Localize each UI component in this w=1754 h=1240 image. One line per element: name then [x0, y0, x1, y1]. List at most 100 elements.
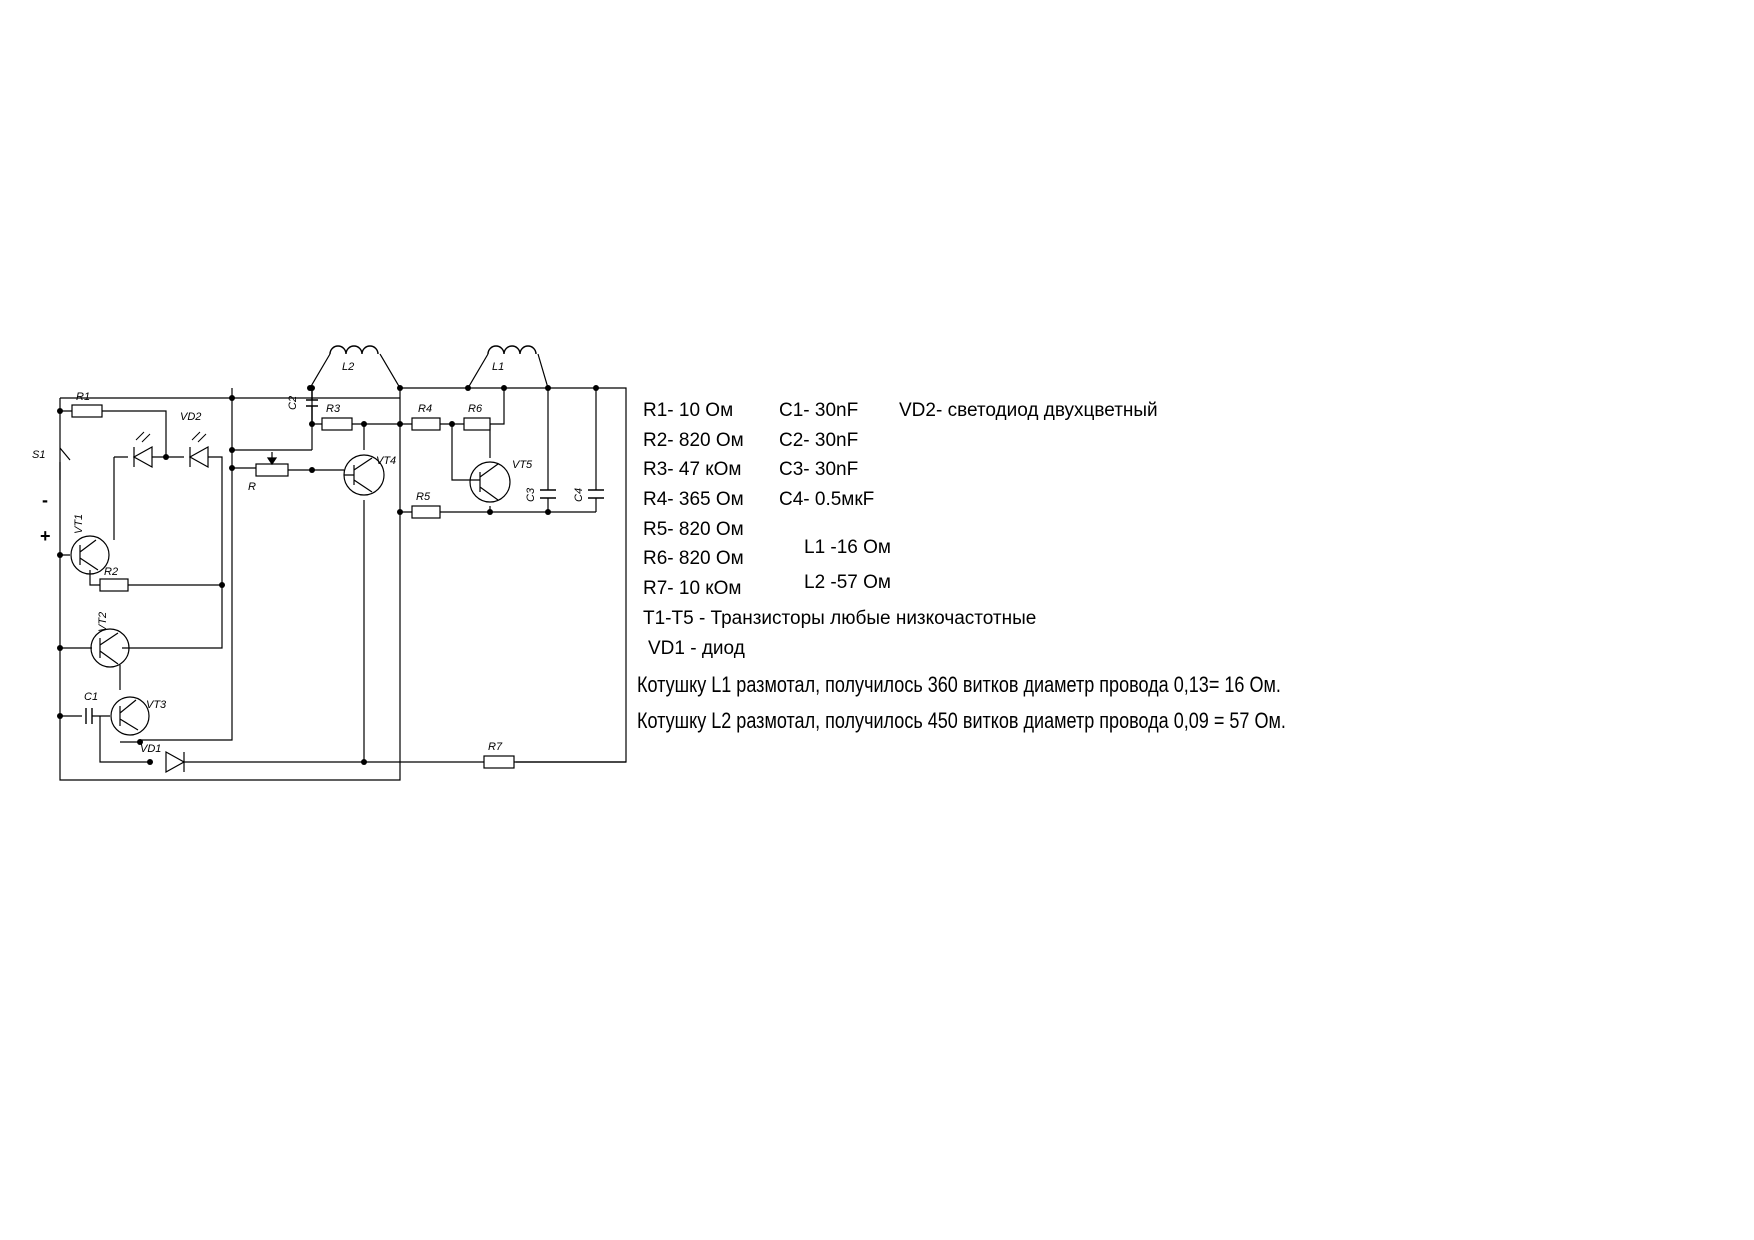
- resistor-r3: [321, 417, 353, 431]
- label-vt4: VT4: [376, 455, 396, 467]
- transistor-vt3: [110, 696, 150, 736]
- label-c1: C1: [84, 691, 98, 703]
- label-l1: L1: [492, 361, 504, 373]
- led-a: [132, 445, 153, 469]
- transistor-vt2: [90, 628, 130, 668]
- transistor-vt5: [469, 461, 511, 503]
- part-l1: L1 -16 Ом: [804, 537, 891, 558]
- label-c3: C3: [525, 487, 537, 502]
- resistor-r5: [411, 505, 441, 519]
- wire: [309, 353, 401, 389]
- label-r: R: [248, 481, 256, 493]
- junction-dot: [219, 582, 225, 588]
- label-c4: C4: [573, 488, 585, 502]
- label-r3: R3: [326, 403, 341, 415]
- wire: [467, 353, 549, 389]
- junction-dot: [545, 509, 551, 515]
- wire: [60, 647, 121, 690]
- s1-switch: [59, 447, 71, 480]
- part-vd1: VD1 - диод: [648, 638, 745, 659]
- junction-dot: [307, 385, 313, 391]
- junction-dot: [57, 552, 63, 558]
- diode-vd1: [165, 750, 186, 774]
- junction-dot: [397, 421, 403, 427]
- note-coil-l1: Котушку L1 размотал, получилось 360 витк…: [637, 672, 1281, 697]
- wire: [140, 388, 233, 741]
- resistor-r7: [483, 755, 515, 769]
- label-vd2: VD2: [180, 411, 201, 423]
- wire: [60, 554, 223, 649]
- junction-dot: [449, 421, 455, 427]
- transistor-leads: [79, 457, 499, 731]
- resistor-r1: [71, 404, 103, 418]
- part-c1: C1- 30nF: [779, 400, 859, 421]
- resistor-r6: [463, 417, 491, 431]
- junction-dot: [487, 509, 493, 515]
- label-plus: +: [40, 526, 51, 546]
- junction-dot: [57, 645, 63, 651]
- wire: [547, 388, 597, 513]
- wire: [59, 388, 401, 781]
- capacitor-c1: [85, 708, 93, 724]
- junction-dot: [57, 713, 63, 719]
- note-coil-l2: Котушку L2 размотал, получилось 450 витк…: [637, 708, 1286, 733]
- part-r3: R3- 47 кОм: [643, 459, 742, 480]
- potentiometer-r: [255, 463, 289, 477]
- junction-dot: [163, 454, 169, 460]
- junction-dot: [465, 385, 471, 391]
- junction-dot: [361, 421, 367, 427]
- junction-dot: [361, 759, 367, 765]
- wire: [60, 715, 626, 763]
- label-r6: R6: [468, 403, 483, 415]
- junction-dot: [397, 509, 403, 515]
- resistor-r4: [411, 417, 441, 431]
- junction-dot: [593, 385, 599, 391]
- wire: [400, 387, 627, 763]
- junction-dot: [229, 395, 235, 401]
- transistor-vt1: [70, 535, 110, 575]
- label-r2: R2: [104, 566, 118, 578]
- part-r2: R2- 820 Ом: [643, 430, 744, 451]
- label-r1: R1: [76, 391, 90, 403]
- junction-dot: [137, 739, 143, 745]
- junction-dot: [545, 385, 551, 391]
- part-l2: L2 -57 Ом: [804, 572, 891, 593]
- wiper-arrowhead: [266, 457, 278, 466]
- wire: [451, 424, 470, 481]
- label-vt5: VT5: [512, 459, 533, 471]
- junction-dot: [229, 465, 235, 471]
- capacitor-c2: [306, 388, 318, 424]
- label-r7: R7: [488, 741, 503, 753]
- label-r5: R5: [416, 491, 431, 503]
- part-r7: R7- 10 кОм: [643, 578, 742, 599]
- led-rays: [135, 431, 207, 443]
- coil-l2: [329, 345, 379, 355]
- junction-dot: [501, 385, 507, 391]
- part-c2: C2- 30nF: [779, 430, 859, 451]
- label-vt2: VT2: [97, 612, 109, 632]
- label-c2: C2: [287, 396, 299, 410]
- label-minus: -: [42, 490, 48, 510]
- junction-dot: [229, 447, 235, 453]
- resistor-r2: [99, 578, 129, 592]
- label-vt3: VT3: [146, 699, 167, 711]
- label-r4: R4: [418, 403, 432, 415]
- junction-dot: [309, 467, 315, 473]
- part-r6: R6- 820 Ом: [643, 548, 744, 569]
- part-c4: C4- 0.5мкF: [779, 489, 875, 510]
- label-vt1: VT1: [73, 514, 85, 534]
- wire: [114, 456, 223, 585]
- part-transistors: T1-T5 - Транзисторы любые низкочастотные: [643, 608, 1037, 629]
- part-c3: C3- 30nF: [779, 459, 859, 480]
- label-l2: L2: [342, 361, 354, 373]
- junction-dot: [397, 385, 403, 391]
- junction-dot: [147, 759, 153, 765]
- label-vd1: VD1: [140, 743, 161, 755]
- part-r5: R5- 820 Ом: [643, 519, 744, 540]
- part-r1: R1- 10 Ом: [643, 400, 734, 421]
- junction-dot: [309, 421, 315, 427]
- capacitor-c4: [588, 489, 604, 499]
- capacitor-c3: [540, 489, 556, 499]
